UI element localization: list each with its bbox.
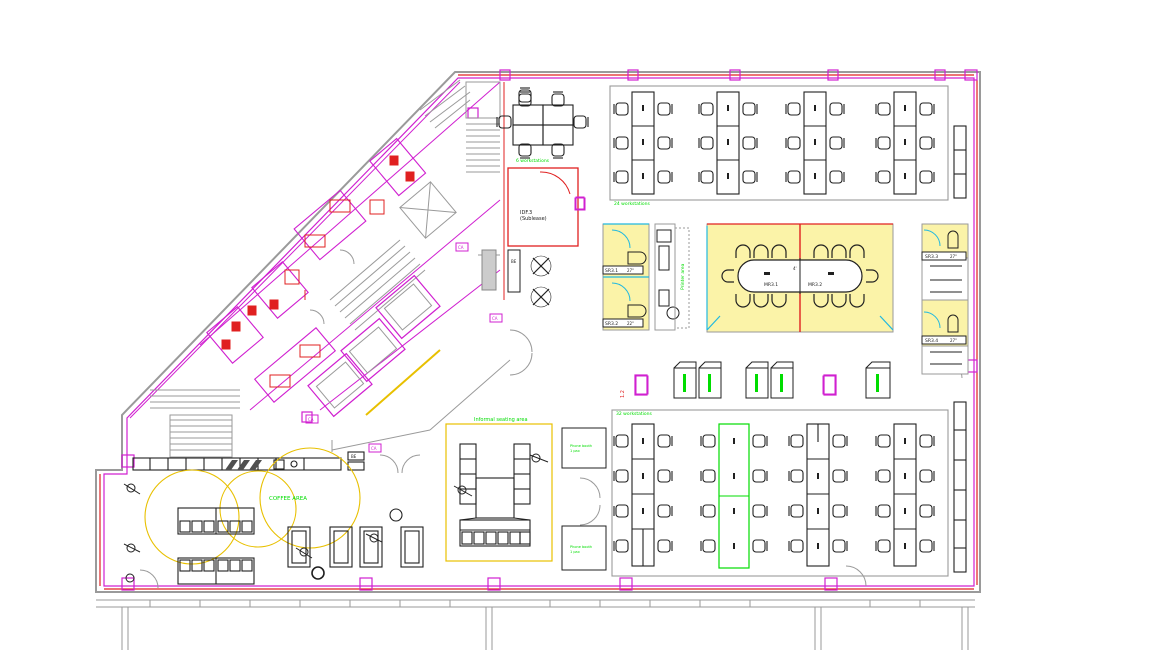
phone-booths: Phone booth 1 pax Phone booth 1 pax [561,427,607,571]
dim-label: 1.2 [620,390,626,398]
idf-label: IDF.3 [520,210,532,216]
workstations-6 [496,87,589,159]
plant-icon [530,255,552,308]
ca-markers [305,197,586,453]
coffee-area: BE COFFEE AREA [123,447,424,585]
ca-label-3: CA [308,417,314,422]
phone-booth-2-label: Phone booth [570,545,592,549]
size-label: 4' [793,266,797,271]
printer-area: Printer area [654,223,690,331]
building-shell [95,69,981,650]
label-24-workstations: 24 workstations [614,201,651,207]
ca-label-2: CA [492,316,498,321]
be-label-2: BE [351,454,357,459]
small-rooms-left: SR3.1 27" SR3.2 22" [602,223,650,331]
ca-label-1: CA [458,245,464,250]
sr32-dim: 22" [627,321,634,326]
sr31-label: SR3.1 [605,268,618,274]
sr32-label: SR3.2 [605,321,618,327]
meeting-rooms: MR3.1 MR3.2 4' [706,223,894,333]
sr34-label: SR3.4 [925,338,938,344]
workstations-24 [609,85,967,201]
small-rooms-right: SR3.3 27" SR3.4 27" [921,223,969,375]
informal-seating: Informal seating area [445,417,553,562]
sr34-dim: 27" [950,338,957,343]
label-32-workstations: 32 workstations [616,411,653,417]
idf-room: IDF.3 (Sublease) BE [503,82,585,300]
label-6-workstations: 6 workstations [516,158,550,164]
phone-booth-2-sub: 1 pax [570,550,580,554]
ca-label-4: CA [371,446,377,451]
mr32-label: MR3.2 [808,282,822,288]
pods-row [635,361,891,399]
sr31-dim: 27" [627,268,634,273]
idf-sublabel: (Sublease) [520,216,547,222]
printer-label: Printer area [680,263,686,290]
sr33-dim: 27" [950,254,957,259]
coffee-label: COFFEE AREA [269,496,307,502]
workstations-32 [611,401,967,577]
sr33-label: SR3.3 [925,254,938,260]
be-label: BE [511,259,517,264]
phone-booth-1-label: Phone booth [570,444,592,448]
core-area [129,79,963,589]
informal-label: Informal seating area [474,417,528,423]
phone-booth-1-sub: 1 pax [570,449,580,453]
mr31-label: MR3.1 [764,282,778,288]
